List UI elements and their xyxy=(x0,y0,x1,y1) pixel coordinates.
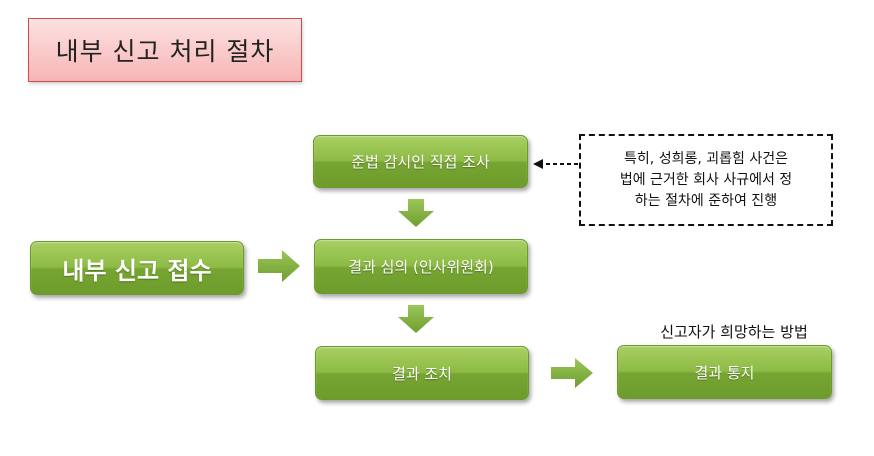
box-compliance-investigation: 준법 감시인 직접 조사 xyxy=(313,135,528,188)
note-line-1: 특히, 성희롱, 괴롭힘 사건은 xyxy=(624,150,788,167)
arrow-action-to-notice xyxy=(551,358,593,388)
box-internal-report-intake: 내부 신고 접수 xyxy=(30,241,244,295)
arrow-review-to-action xyxy=(398,305,434,333)
note-line-2: 법에 근거한 회사 사규에서 정 xyxy=(619,171,793,188)
box-result-review: 결과 심의 (인사위원회) xyxy=(314,239,528,294)
box-result-action: 결과 조치 xyxy=(315,346,529,400)
box-result-notice: 결과 통지 xyxy=(617,345,832,399)
note-line-3: 하는 절차에 준하여 진행 xyxy=(634,192,778,209)
notice-caption: 신고자가 희망하는 방법 xyxy=(660,323,808,341)
arrow-investigation-to-review xyxy=(398,199,434,227)
note-box: 특히, 성희롱, 괴롭힘 사건은 법에 근거한 회사 사규에서 정 하는 절차에… xyxy=(579,134,833,226)
arrow-intake-to-review xyxy=(258,250,300,282)
page-title: 내부 신고 처리 절차 xyxy=(28,18,302,82)
